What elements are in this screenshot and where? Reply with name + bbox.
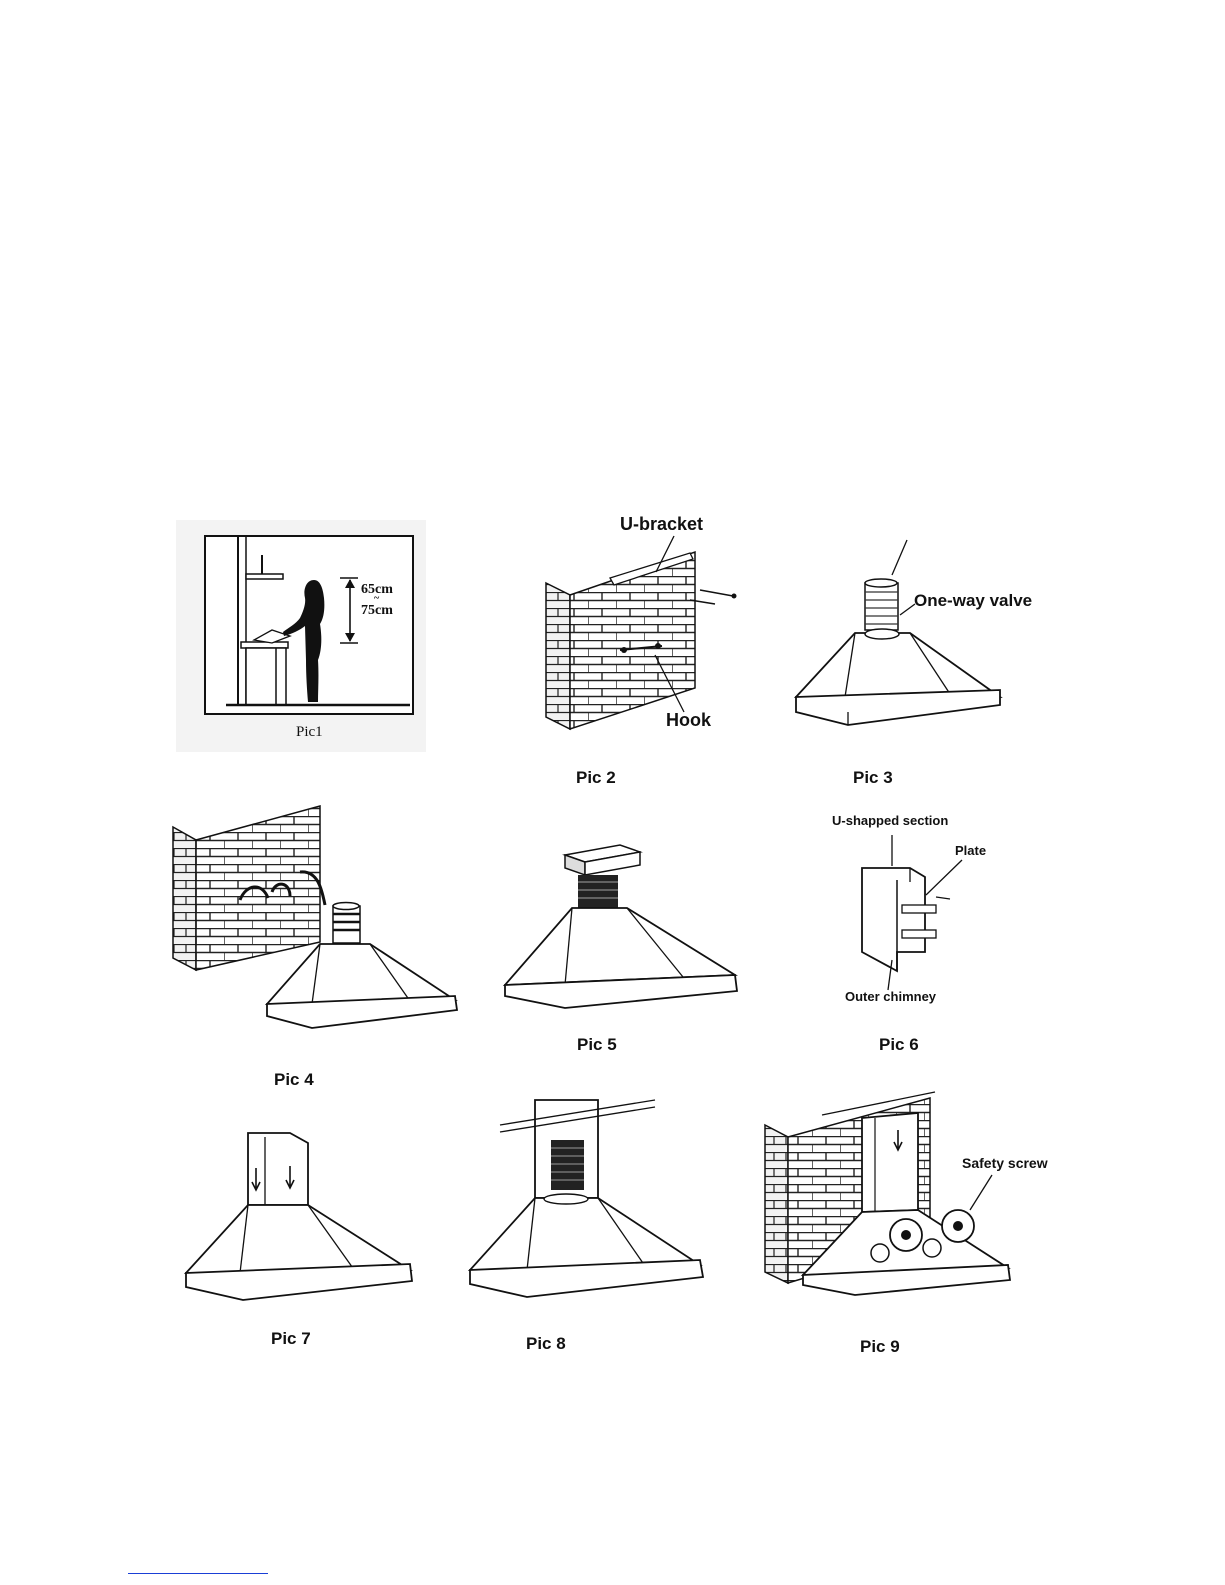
pic9-label-safety: Safety screw: [962, 1155, 1048, 1171]
pic5-figure: [505, 845, 737, 1008]
pic3-figure: [796, 540, 1000, 725]
pic6-label-outer: Outer chimney: [845, 989, 936, 1004]
pic6-label-u-section: U-shapped section: [832, 813, 948, 828]
pic3-caption: Pic 3: [853, 768, 893, 788]
footnote-separator: [128, 1573, 268, 1574]
pic8-figure: [470, 1100, 703, 1297]
pic9-caption: Pic 9: [860, 1337, 900, 1357]
pic2-label-hook: Hook: [666, 710, 711, 731]
pic7-caption: Pic 7: [271, 1329, 311, 1349]
pic2-label-u-bracket: U-bracket: [620, 514, 703, 535]
pic6-figure: [862, 835, 962, 990]
pic7-figure: [186, 1133, 412, 1300]
pic6-label-plate: Plate: [955, 843, 986, 858]
pic3-label-valve: One-way valve: [914, 591, 1032, 611]
pic9-figure: [765, 1092, 1010, 1295]
pic8-caption: Pic 8: [526, 1334, 566, 1354]
pic1-caption: Pic1: [296, 724, 323, 741]
pic5-caption: Pic 5: [577, 1035, 617, 1055]
pic2-caption: Pic 2: [576, 768, 616, 788]
pic4-caption: Pic 4: [274, 1070, 314, 1090]
pic4-figure: [173, 806, 457, 1028]
pic1-label-bottom: 75cm: [361, 603, 393, 619]
pic1-figure: [176, 520, 426, 752]
pic2-figure: [546, 536, 737, 729]
pic6-caption: Pic 6: [879, 1035, 919, 1055]
